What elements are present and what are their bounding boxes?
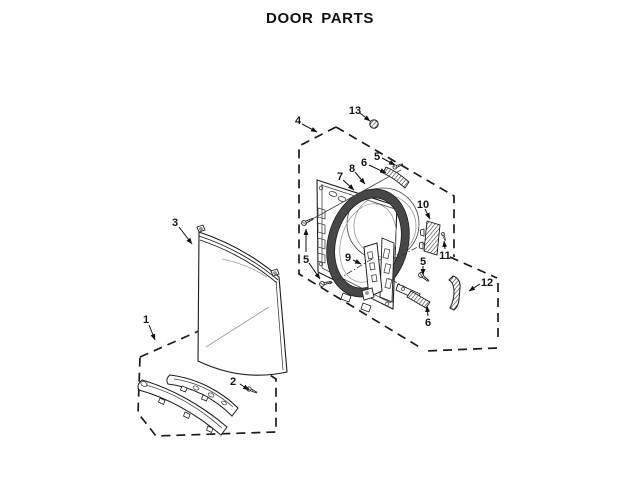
frame-right-strip — [379, 237, 395, 303]
handle-piece — [137, 379, 228, 436]
callout-labels: 1 2 3 4 5 5 5 6 6 7 8 9 1 — [143, 105, 493, 391]
door-handle-trim-assembly — [137, 374, 259, 436]
callout-13: 13 — [349, 105, 361, 117]
callout-10: 10 — [417, 199, 429, 211]
callout-4: 4 — [295, 115, 302, 127]
door-top-left-tab — [196, 224, 206, 233]
door-frame-assembly — [300, 119, 448, 313]
callout-12: 12 — [481, 277, 493, 289]
callout-6-top: 6 — [361, 157, 367, 169]
door-top-right-tab — [270, 268, 280, 277]
screw-lower-right — [417, 271, 431, 284]
center-hinge-bracket — [361, 242, 383, 301]
trim-piece — [166, 374, 239, 417]
callout-7: 7 — [337, 171, 343, 183]
hinge-screw — [440, 231, 448, 242]
callout-5-top: 5 — [374, 151, 380, 163]
handle-screw — [245, 385, 259, 395]
callout-11: 11 — [439, 250, 451, 262]
hinge-strip-upper — [382, 166, 410, 189]
callout-5-mid: 5 — [420, 256, 426, 268]
outer-door-panel — [196, 224, 288, 376]
latch-strike-plate — [448, 275, 461, 311]
callout-1: 1 — [143, 314, 149, 326]
callout-2: 2 — [230, 376, 236, 388]
screw-left-top — [300, 216, 315, 227]
hinge-plate — [419, 220, 441, 256]
callout-8: 8 — [349, 163, 355, 175]
hole-plug-button — [369, 119, 379, 129]
screw-left-bottom — [318, 279, 333, 288]
callout-6-bottom: 6 — [425, 317, 431, 329]
dashed-box-latch — [425, 256, 499, 352]
callout-3: 3 — [172, 217, 178, 229]
callout-9: 9 — [345, 252, 351, 264]
dashed-box-door-frame-assembly — [298, 126, 455, 349]
callout-5-left: 5 — [303, 254, 309, 266]
page-title: DOOR PARTS — [266, 10, 374, 27]
